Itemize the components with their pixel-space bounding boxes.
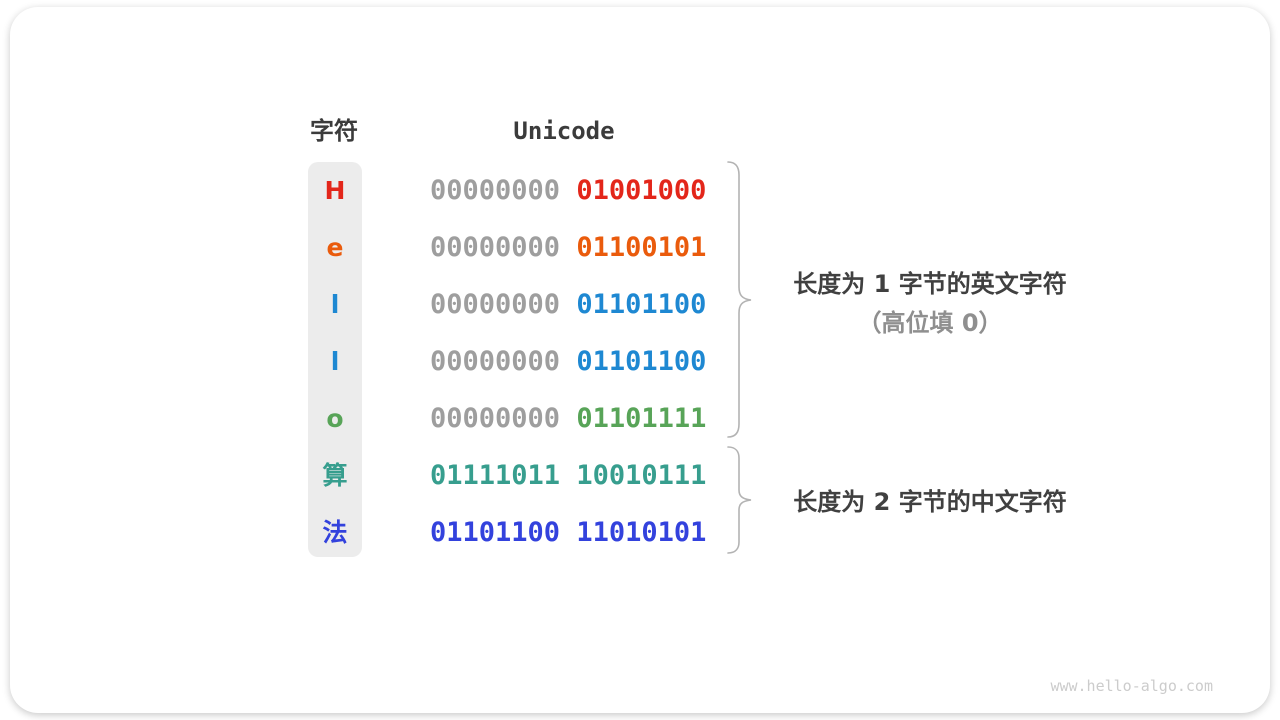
byte-high: 01111011 [430,460,561,491]
unicode-binary: 00000000 01101111 [430,402,706,436]
char-cell: 法 [322,518,348,547]
table-row: e 00000000 01100101 [0,231,1280,265]
char-column-background [308,162,362,557]
table-row: o 00000000 01101111 [0,402,1280,436]
table-row: l 00000000 01101100 [0,288,1280,322]
unicode-binary: 00000000 01100101 [430,231,706,265]
byte-low: 01101100 [576,289,707,320]
annotation-chinese-line1: 长度为 2 字节的中文字符 [793,488,1067,516]
unicode-binary: 01111011 10010111 [430,459,706,493]
byte-high: 00000000 [430,346,561,377]
byte-high: 01101100 [430,517,561,548]
annotation-english-line1: 长度为 1 字节的英文字符 [793,270,1067,298]
brace-chinese-group [727,446,752,554]
char-cell: 算 [322,461,348,490]
unicode-binary: 00000000 01101100 [430,345,706,379]
watermark-url: www.hello-algo.com [1050,677,1213,695]
char-cell: e [326,233,344,262]
byte-low: 10010111 [576,460,707,491]
byte-low: 01101100 [576,346,707,377]
char-cell: H [324,176,346,205]
unicode-binary: 00000000 01101100 [430,288,706,322]
byte-low: 01100101 [576,232,707,263]
byte-high: 00000000 [430,232,561,263]
byte-high: 00000000 [430,403,561,434]
table-row: l 00000000 01101100 [0,345,1280,379]
unicode-binary: 01101100 11010101 [430,516,706,550]
table-row: 法 01101100 11010101 [0,516,1280,550]
annotation-english-chars: 长度为 1 字节的英文字符 （高位填 0） [758,269,1102,338]
byte-low: 01001000 [576,175,707,206]
char-cell: o [326,404,344,433]
brace-english-group [727,161,752,438]
annotation-english-line2: （高位填 0） [857,309,1003,337]
unicode-binary: 00000000 01001000 [430,174,706,208]
byte-high: 00000000 [430,289,561,320]
unicode-column-header: Unicode [513,117,615,145]
char-cell: l [330,347,340,376]
annotation-chinese-chars: 长度为 2 字节的中文字符 [758,487,1102,517]
table-row: H 00000000 01001000 [0,174,1280,208]
byte-low: 01101111 [576,403,707,434]
diagram-card [10,7,1270,713]
char-column-header: 字符 [310,117,358,145]
byte-low: 11010101 [576,517,707,548]
char-cell: l [330,290,340,319]
table-row: 算 01111011 10010111 [0,459,1280,493]
byte-high: 00000000 [430,175,561,206]
